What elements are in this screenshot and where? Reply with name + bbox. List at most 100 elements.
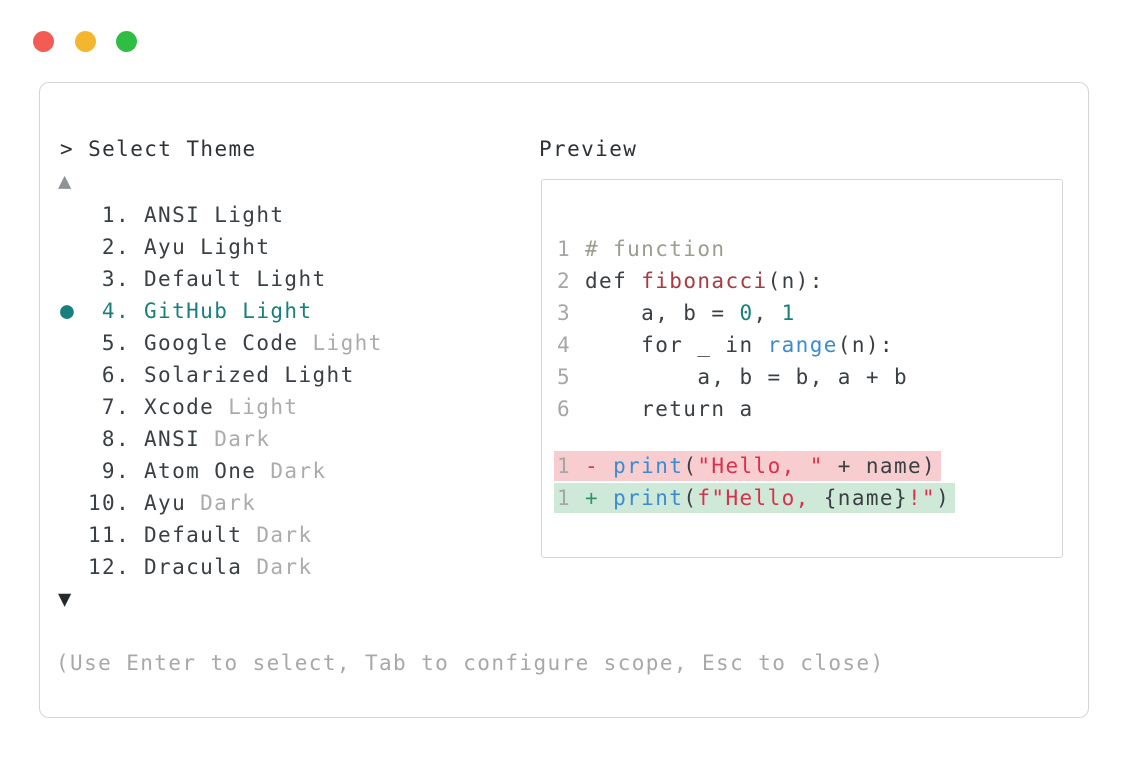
theme-item-label: Atom One xyxy=(144,459,257,483)
line-number: 5 xyxy=(557,365,572,389)
theme-item-number: 11. xyxy=(88,523,131,547)
theme-item-number: 3. xyxy=(101,267,130,291)
code-token: 1 xyxy=(781,301,796,325)
line-number: 1 xyxy=(557,454,572,478)
code-token: return a xyxy=(585,397,754,421)
theme-item-number: 8. xyxy=(101,427,130,451)
line-number: 1 xyxy=(557,486,572,510)
blank-line xyxy=(557,425,1062,451)
code-token: - xyxy=(585,454,614,478)
theme-item-number: 7. xyxy=(101,395,130,419)
line-number: 3 xyxy=(557,301,572,325)
theme-item-variant-label: Dark xyxy=(214,427,271,451)
code-token: # function xyxy=(585,237,726,261)
code-token: a, b = xyxy=(585,301,740,325)
line-number: 1 xyxy=(557,237,572,261)
code-token: {name} xyxy=(823,486,909,510)
theme-item-label: Google Code xyxy=(144,331,299,355)
code-token: fibonacci xyxy=(641,269,768,293)
theme-list-item[interactable]: 9. Atom One Dark xyxy=(60,455,383,487)
code-token: ( xyxy=(683,454,698,478)
theme-item-variant-label: Dark xyxy=(200,491,257,515)
diff-removed-highlight: 1- print("Hello, " + name) xyxy=(554,451,942,481)
code-line: 5 a, b = b, a + b xyxy=(557,361,1062,393)
theme-item-label: Xcode xyxy=(144,395,215,419)
zoom-window-button[interactable] xyxy=(116,31,137,52)
theme-item-variant-label: Dark xyxy=(270,459,327,483)
close-window-button[interactable] xyxy=(33,31,54,52)
theme-item-number: 9. xyxy=(101,459,130,483)
theme-item-number: 5. xyxy=(101,331,130,355)
code-token: (n): xyxy=(837,333,894,357)
theme-picker-title: > Select Theme xyxy=(60,137,257,161)
code-token: ( xyxy=(683,486,698,510)
theme-list-item[interactable]: 8. ANSI Dark xyxy=(60,423,383,455)
theme-item-label: ANSI Light xyxy=(144,203,285,227)
theme-list-item[interactable]: 10. Ayu Dark xyxy=(60,487,383,519)
theme-item-number: 1. xyxy=(101,203,130,227)
line-number: 6 xyxy=(557,397,572,421)
theme-picker-dialog: > Select Theme ▲ 1. ANSI Light 2. Ayu Light… xyxy=(39,82,1089,718)
code-token: print xyxy=(613,486,684,510)
theme-item-number: 2. xyxy=(101,235,130,259)
keyboard-hint: (Use Enter to select, Tab to configure s… xyxy=(56,651,885,675)
line-number: 2 xyxy=(557,269,572,293)
theme-item-label: ANSI xyxy=(144,427,201,451)
line-number: 4 xyxy=(557,333,572,357)
theme-item-label: Solarized Light xyxy=(144,363,355,387)
code-token: def xyxy=(585,269,642,293)
theme-list-item[interactable]: 11. Default Dark xyxy=(60,519,383,551)
code-token: , xyxy=(753,301,782,325)
code-token: + xyxy=(585,486,614,510)
theme-item-number: 4. xyxy=(101,299,130,323)
theme-list-item[interactable]: 6. Solarized Light xyxy=(60,359,383,391)
diff-removed-line: 1- print("Hello, " + name) xyxy=(554,451,1062,483)
code-token: a, b = b, a + b xyxy=(585,365,908,389)
code-line: 3 a, b = 0, 1 xyxy=(557,297,1062,329)
selected-bullet-icon: ● xyxy=(60,298,76,324)
code-line: 4 for _ in range(n): xyxy=(557,329,1062,361)
theme-list-item[interactable]: ● 4. GitHub Light xyxy=(60,295,383,327)
theme-list: 1. ANSI Light 2. Ayu Light 3. Default Light ● 4… xyxy=(60,199,383,583)
theme-item-label: Ayu xyxy=(144,491,187,515)
theme-item-label: Ayu Light xyxy=(144,235,271,259)
theme-item-number: 12. xyxy=(88,555,131,579)
theme-item-label: Default Light xyxy=(144,267,327,291)
code-line: 1 # function xyxy=(557,233,1062,265)
diff-added-highlight: 1 + print(f"Hello, {name}!") xyxy=(554,483,956,513)
theme-item-variant-label: Dark xyxy=(256,555,313,579)
theme-item-variant-label: Light xyxy=(312,331,383,355)
scroll-up-icon[interactable]: ▲ xyxy=(58,169,73,194)
code-token: f"Hello, xyxy=(697,486,824,510)
theme-item-label: GitHub Light xyxy=(144,299,313,323)
code-token: !" xyxy=(908,486,937,510)
code-token: print xyxy=(613,454,684,478)
theme-list-item[interactable]: 2. Ayu Light xyxy=(60,231,383,263)
theme-list-item[interactable]: 3. Default Light xyxy=(60,263,383,295)
code-token: ) xyxy=(936,486,951,510)
theme-item-variant-label: Light xyxy=(228,395,299,419)
diff-added-line: 1 + print(f"Hello, {name}!") xyxy=(554,483,1062,515)
theme-list-item[interactable]: 1. ANSI Light xyxy=(60,199,383,231)
theme-list-item[interactable]: 7. Xcode Light xyxy=(60,391,383,423)
theme-item-variant-label: Dark xyxy=(256,523,313,547)
preview-title: Preview xyxy=(539,137,638,161)
code-token: for _ in xyxy=(585,333,768,357)
theme-item-number: 6. xyxy=(101,363,130,387)
code-token: range xyxy=(767,333,838,357)
code-token: + name) xyxy=(823,454,937,478)
theme-item-number: 10. xyxy=(88,491,131,515)
minimize-window-button[interactable] xyxy=(75,31,96,52)
theme-item-label: Default xyxy=(144,523,243,547)
code-line: 6 return a xyxy=(557,393,1062,425)
code-token: 0 xyxy=(739,301,754,325)
code-token: (n): xyxy=(767,269,824,293)
code-line: 2 def fibonacci(n): xyxy=(557,265,1062,297)
theme-list-item[interactable]: 5. Google Code Light xyxy=(60,327,383,359)
code-token: "Hello, " xyxy=(697,454,824,478)
scroll-down-icon[interactable]: ▼ xyxy=(58,587,73,612)
